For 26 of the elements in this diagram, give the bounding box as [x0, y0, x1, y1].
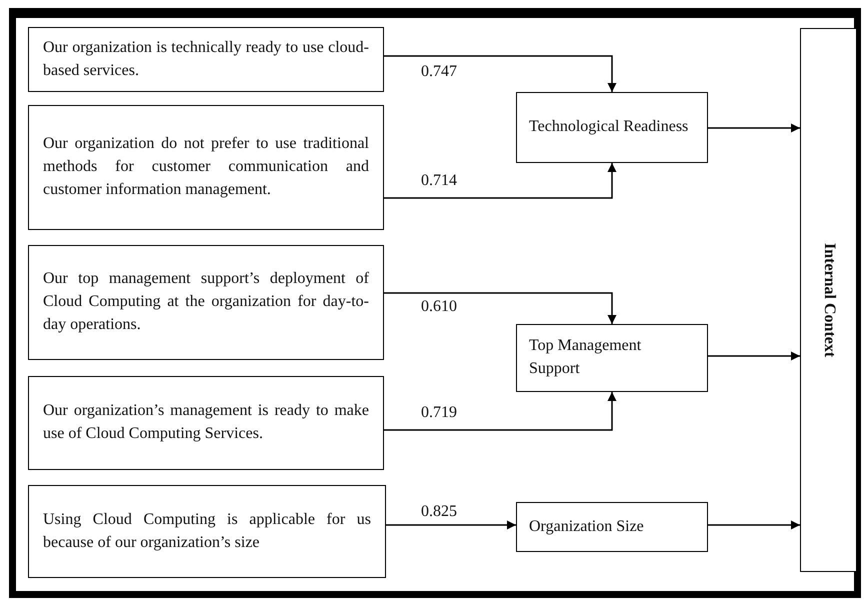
item-box — [28, 27, 384, 92]
item-box — [28, 485, 386, 578]
arrow — [708, 124, 800, 132]
arrow — [384, 55, 616, 92]
construct-box — [516, 502, 708, 552]
outcome-box — [800, 28, 857, 572]
arrow — [708, 352, 800, 360]
item-box — [28, 105, 384, 230]
arrow — [384, 163, 616, 199]
arrow — [386, 520, 516, 530]
node-text: Our organization’s management is ready to make use of Cloud Computing Services. — [43, 401, 369, 444]
node-text: Top Management Support — [529, 336, 642, 379]
arrow — [384, 392, 616, 431]
node-text: Our top management support’s deployment of Cloud Computing at the organization for day-to-day operations. — [43, 269, 369, 335]
item-box — [28, 245, 384, 360]
node-text: Technological Readiness — [529, 117, 688, 138]
construct-box — [516, 324, 708, 392]
construct-box — [516, 92, 708, 163]
node-text: Our organization is technically ready to use cloud-based services. — [43, 38, 369, 80]
item-box — [28, 376, 384, 470]
node-text: Our organization do not prefer to use traditional methods for customer communication and customer information management. — [43, 134, 369, 200]
node-text: Internal Context — [820, 242, 839, 358]
arrow — [384, 292, 616, 324]
arrow — [708, 520, 800, 530]
node-text: Using Cloud Computing is applicable for us because of our organization’s size — [43, 510, 371, 552]
node-text: Organization Size — [529, 516, 644, 537]
